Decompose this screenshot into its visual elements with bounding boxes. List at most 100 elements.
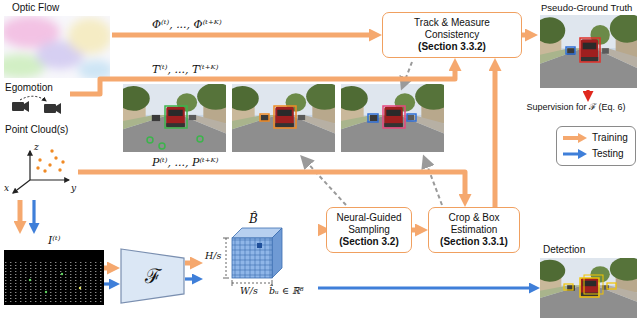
street-image [226,83,343,152]
tensor-grid [232,280,233,286]
street-image [335,83,452,152]
street-image [335,83,452,152]
axis-label: x [4,183,9,193]
street-image [407,114,416,121]
panel-heading: I⁽ᵗ⁾ [48,234,104,247]
flow-arrow [104,282,110,285]
flow-arrow [112,33,370,38]
flow-arrow [185,277,193,280]
point-cloud-axes [50,149,53,152]
flow-arrow [185,261,191,266]
tensor-grid [272,228,282,278]
trapezoid-outline [121,249,184,303]
camera-icons [12,96,61,114]
node-text: ℱ [145,264,161,288]
legend-swatch [578,133,587,143]
process-box: Neural-Guided Sampling(Section 3.2) [326,207,412,253]
point-cloud-axes [43,169,46,172]
point-cloud-axes [30,179,69,180]
figure-panel: Detection [540,244,638,316]
flow-arrow [104,266,108,271]
camera-icons [44,104,56,113]
legend-text: Training [592,132,628,144]
node-text: Supervision for ℱ (Eq. 6) [515,102,637,113]
tensor-grid [223,278,229,279]
optic-flow-image [0,16,114,80]
figure-panel: Pseudo-Ground Truth [538,2,638,90]
figure-panel: Point Cloud(s) [2,124,78,200]
point-cloud-axes [29,151,30,180]
street-image [226,83,343,152]
point-cloud-axes [13,149,69,193]
node-text: Track & Measure Consistency [397,17,507,41]
axis-label: y [71,183,76,193]
pseudo-ground-truth-image [534,14,640,88]
lidar-image [29,279,31,281]
panel-heading: Detection [543,244,638,256]
street-image [159,143,165,149]
pseudo-ground-truth-image [534,14,640,88]
dashed-pointer [402,62,412,88]
tensor-grid [223,228,282,286]
point-cloud-axes [13,180,30,193]
legend-text: Testing [592,148,624,160]
process-box: Crop & Box Estimation(Section 3.3.1) [428,207,520,253]
street-image [117,83,234,152]
flow-arrow [70,70,455,94]
dashed-pointer [302,157,346,205]
camera-icons [56,103,61,114]
legend-box: TrainingTesting [556,126,636,166]
street-image [274,106,296,128]
street-image [260,114,269,121]
street-image [165,106,187,128]
legend-swatch [563,153,579,156]
panel-heading: Point Cloud(s) [5,124,78,136]
process-box: Track & Measure Consistency(Section 3.3.… [382,12,522,58]
node-text: b̂ᵤ ∈ ℝ⁸ [269,285,304,296]
legend-swatch [563,136,579,140]
flow-arrow [78,172,465,195]
flow-arrow [318,286,530,289]
edge-label: T⁽ᵗ⁾, ..., T⁽ᵗ⁺ᴷ⁾ [150,63,220,76]
point-cloud-axes [38,158,41,161]
detection-image [564,284,573,290]
detection-image [534,257,640,318]
dashed-pointer [302,62,442,205]
flow-arrow [586,90,589,92]
panel-heading: Pseudo-Ground Truth [541,2,638,13]
lidar-image [61,273,63,275]
pseudo-ground-truth-image [580,38,600,62]
point-cloud-axes [58,168,61,171]
legend-row: Testing [562,146,630,162]
tensor-grid [223,238,229,239]
section-ref: (Section 3.2) [339,236,398,248]
camera-icons [20,96,46,101]
point-cloud-axes [48,163,51,166]
section-ref: (Section 3.3.1) [440,236,508,248]
node-text: H/s [205,250,221,261]
figure-art [78,60,110,78]
detection-image [534,257,640,318]
figure-art [4,16,110,78]
lidar-image [4,250,104,305]
camera-icons [12,102,24,111]
flow-arrow [18,200,23,222]
street-image [147,137,153,143]
lidar-image [4,250,104,305]
figure-panel: I⁽ᵗ⁾ [2,234,104,306]
node-text: W/s [240,285,258,296]
edge-label: Φ⁽ᵗ⁾, ..., Φ⁽ᵗ⁺ᴷ⁾ [150,18,224,31]
network-block: ℱ [120,248,185,304]
detection-image [607,283,616,289]
figure-art [4,16,110,78]
axis-label: z [34,142,39,152]
detection-image [584,275,603,294]
street-image [117,83,234,152]
legend-row: Training [562,130,630,146]
tensor-grid [257,243,262,248]
panel-heading: Egomotion [5,82,70,94]
supervision-note: Supervision for ℱ (Eq. 6) [515,102,637,116]
flow-arrow [493,70,498,207]
point-cloud-axes [61,160,64,163]
